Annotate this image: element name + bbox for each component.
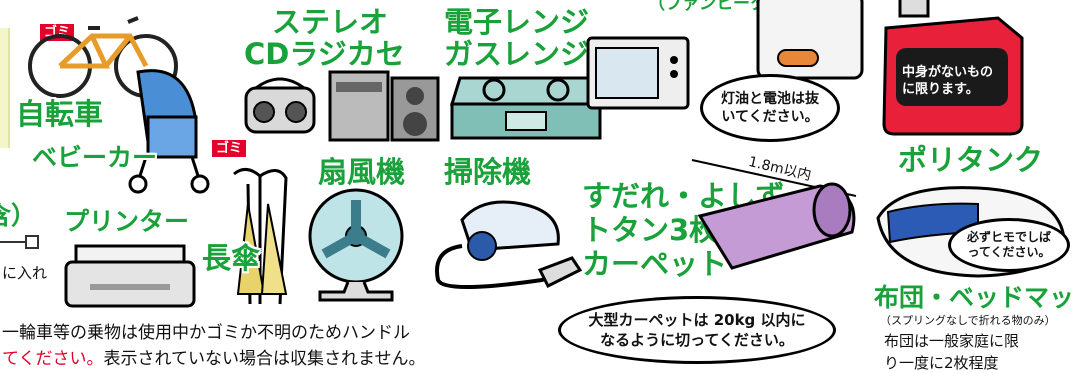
label-gas-range: ガスレンジ — [444, 37, 590, 71]
body-line-2-red: てください。 — [2, 349, 104, 369]
heater-bubble: 灯油と電池は抜いてください。 — [700, 74, 840, 142]
body-line-2: てください。表示されていない場合は収集されません。 — [2, 344, 425, 369]
label-futon: 布団・ベッドマット — [874, 283, 1074, 312]
left-partial-text: に入れ — [2, 264, 48, 282]
left-panel-edge — [0, 28, 10, 148]
label-cd-radio: CDラジカセ — [244, 37, 405, 71]
stereo-icon — [244, 70, 440, 142]
label-vacuum: 掃除機 — [444, 155, 532, 189]
label-printer: プリンター — [64, 207, 190, 236]
tank-note: 中身がないものに限ります。 — [902, 65, 994, 97]
label-microwave: 電子レンジ — [444, 5, 590, 39]
label-polytank: ポリタンク — [898, 143, 1044, 177]
partial-label-left: 含） — [0, 201, 37, 230]
body-line-2-rest: 表示されていない場合は収集されません。 — [103, 349, 426, 369]
bicycle-icon — [28, 16, 178, 98]
polytank-icon — [882, 0, 1024, 136]
gas-range-icon — [449, 76, 603, 140]
microwave-icon — [586, 36, 690, 110]
fan-icon — [308, 188, 404, 302]
umbrella-icon — [233, 168, 288, 305]
futon-bubble: 必ずヒモでしばってください。 — [948, 218, 1070, 272]
heater-icon — [756, 0, 864, 80]
carpet-bubble: 大型カーペットは 20kg 以内になるように切ってください。 — [558, 296, 836, 364]
label-bicycle: 自転車 — [16, 97, 104, 131]
gomi-tag: ゴミ — [212, 140, 247, 157]
label-umbrella: 長傘 — [202, 241, 261, 275]
printer-icon — [64, 244, 196, 308]
carpet-roll-icon — [691, 159, 857, 270]
vacuum-icon — [435, 200, 583, 289]
futon-note-line1: 布団は一般家庭に限 — [884, 332, 1020, 350]
futon-subnote: （スプリングなしで折れる物のみ） — [880, 314, 1056, 327]
label-carpet: カーペット — [582, 247, 728, 281]
stroller-icon — [128, 69, 210, 194]
body-line-1: 一輪車等の乗物は使用中かゴミか不明のためハンドル — [2, 323, 410, 343]
label-stereo: ステレオ — [272, 5, 389, 39]
cable-icon — [0, 235, 39, 249]
label-fan: 扇風機 — [318, 155, 406, 189]
futon-note-line2: り一度に2枚程度 — [884, 354, 999, 372]
label-stroller: ベビーカー — [32, 143, 158, 172]
